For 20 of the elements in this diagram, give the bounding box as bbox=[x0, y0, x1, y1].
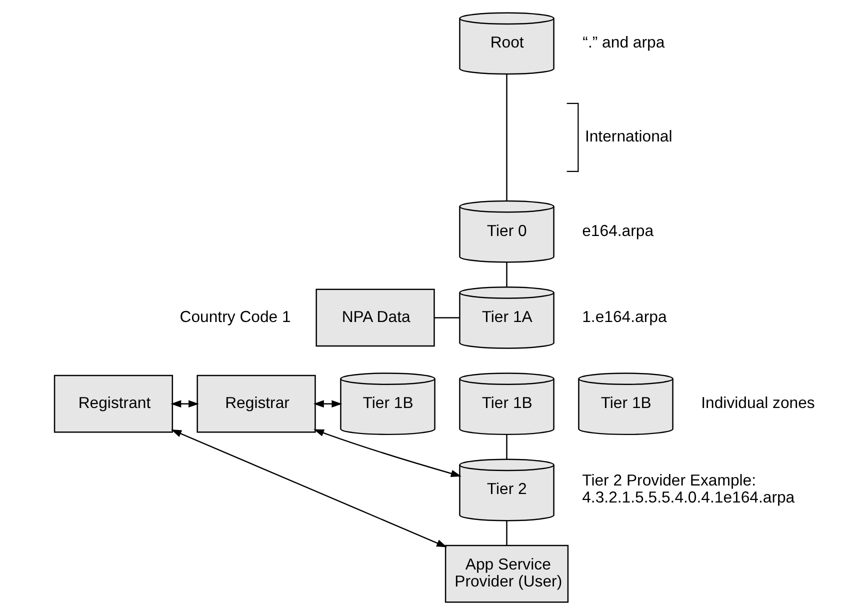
node-box: App Service Provider (User) bbox=[444, 544, 568, 603]
connector bbox=[434, 317, 459, 318]
node-label: Tier 2 Provider Example: 4.3.2.1.5.5.5.4.0.4.1e164.arpa bbox=[582, 472, 794, 507]
connector bbox=[506, 434, 507, 460]
label: International bbox=[584, 128, 672, 146]
node-box: NPA Data bbox=[315, 288, 434, 347]
node-box: Registrar bbox=[196, 374, 316, 433]
arrow bbox=[312, 400, 342, 408]
arrow bbox=[313, 429, 461, 478]
node-label: Individual zones bbox=[700, 395, 814, 412]
connector bbox=[506, 74, 507, 201]
connector bbox=[506, 521, 507, 546]
node-label: e164.arpa bbox=[582, 222, 654, 240]
node-label: 1.e164.arpa bbox=[582, 308, 666, 326]
node-box: Registrant bbox=[53, 374, 173, 433]
arrow bbox=[170, 400, 198, 408]
connector bbox=[506, 262, 507, 287]
node-label: “.” and arpa bbox=[582, 34, 664, 52]
arrow bbox=[170, 430, 447, 548]
node-label: Country Code 1 bbox=[179, 308, 290, 326]
